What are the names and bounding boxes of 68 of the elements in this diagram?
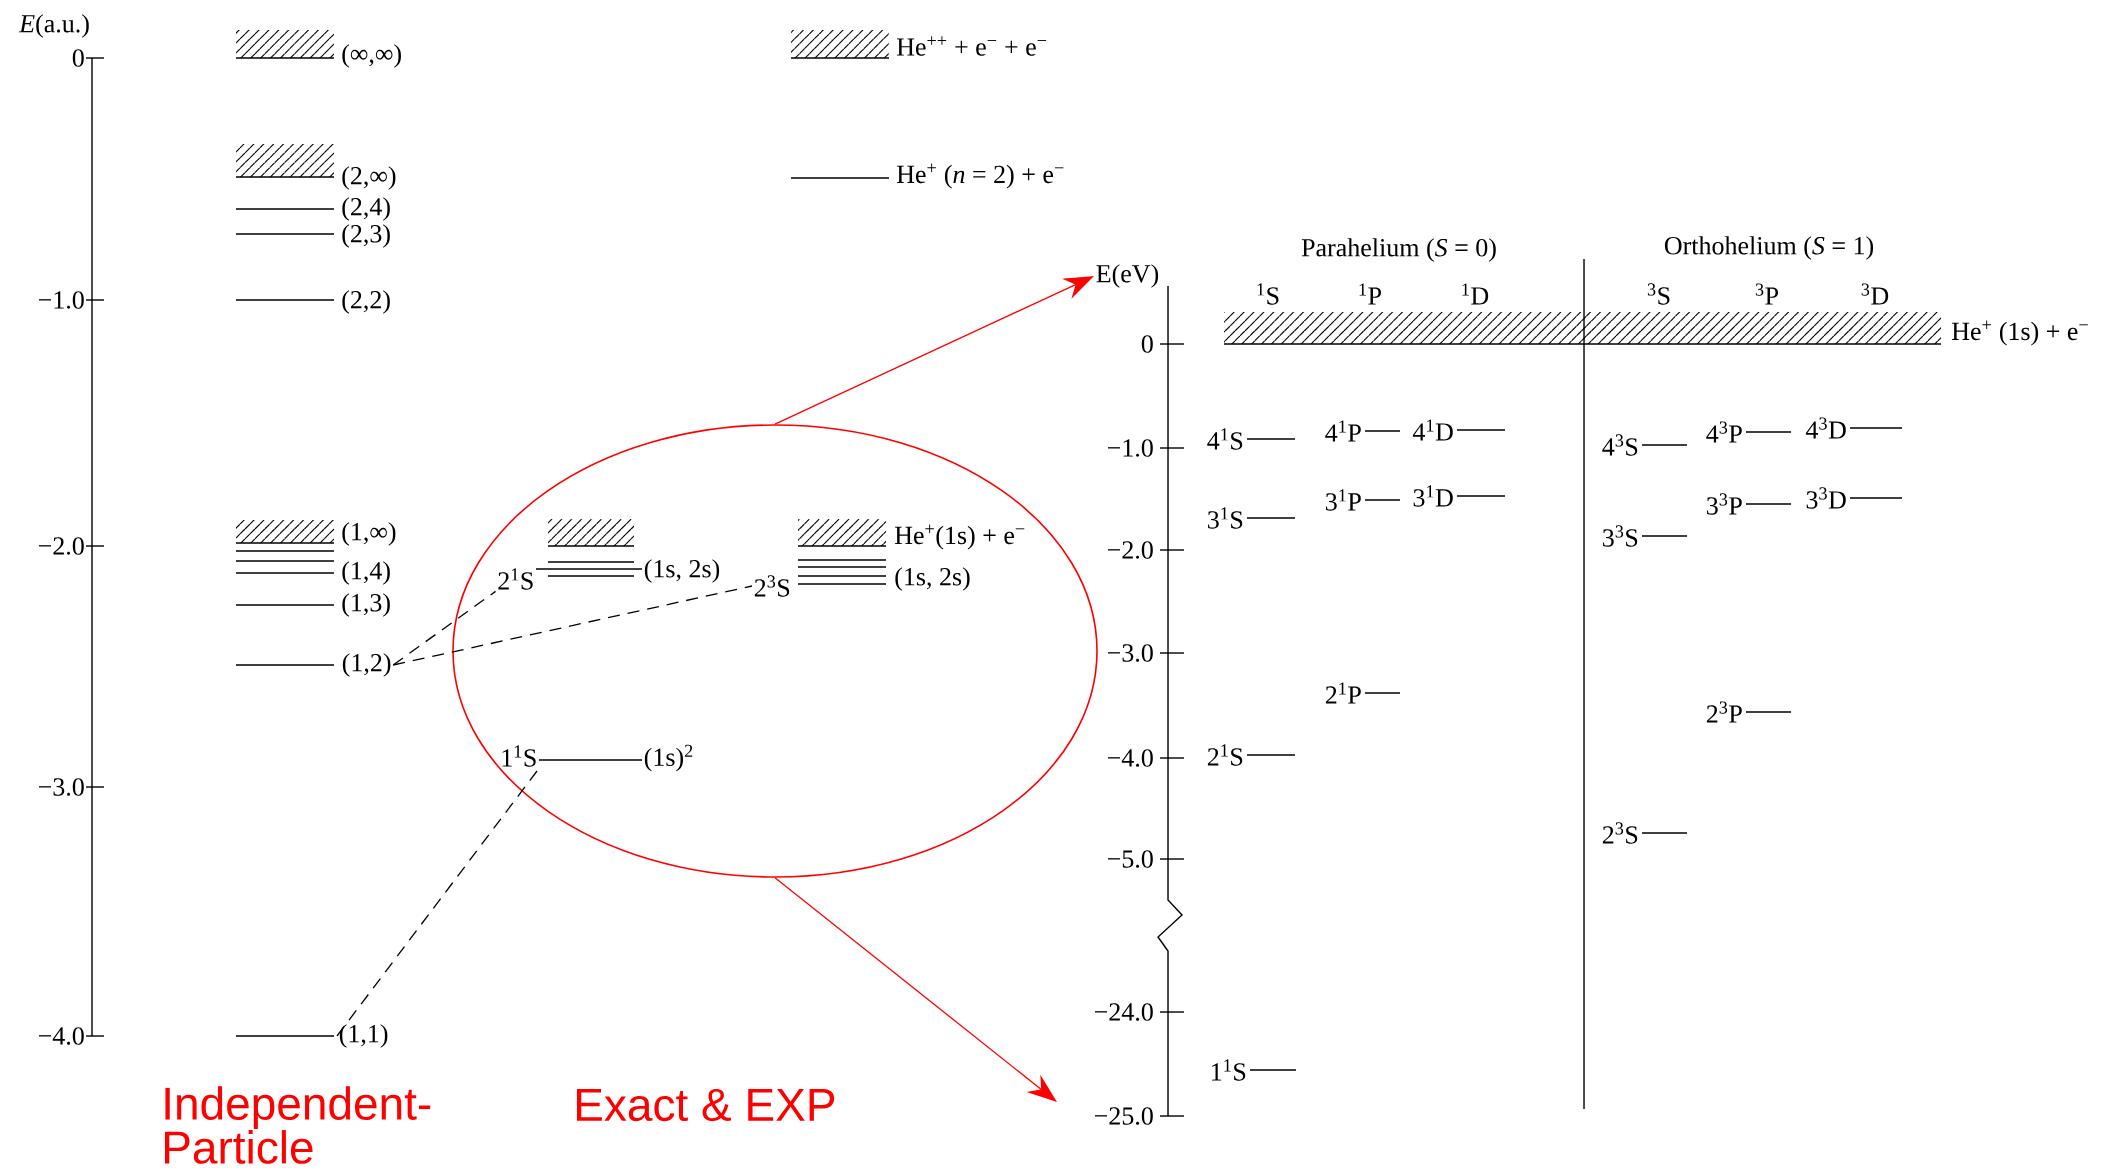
level-label: 4$^{1}$P [1325, 420, 1361, 442]
level-label: 4$^{1}$D [1412, 419, 1453, 441]
level-label: 2$^{3}$S [754, 575, 790, 597]
level-label: 1$^{1}$S [502, 745, 536, 767]
tick-label: −1.0 [38, 291, 84, 309]
level-label: (1s, 2s) [895, 567, 970, 591]
level-label: 3$^{3}$S [1603, 525, 1638, 547]
level-label: 4$^{1}$S [1207, 428, 1243, 450]
column-header: $^{1}$P [1359, 283, 1381, 305]
level-line [535, 568, 643, 570]
tick-label: −3.0 [1107, 644, 1153, 662]
level-label: (2,2) [342, 290, 390, 314]
tick-label: −24.0 [1094, 1003, 1153, 1021]
tick-label: −5.0 [1107, 850, 1153, 868]
column-header: $^{1}$S [1257, 283, 1279, 305]
level-label: (1,2) [342, 653, 391, 677]
level-label: 1$^{1}$S [1212, 1059, 1246, 1081]
tick-label: −4.0 [1107, 749, 1153, 767]
level-label: He$^{+}$ (1s) + e$^{−}$ [1952, 320, 2088, 346]
tick-label: −4.0 [38, 1027, 84, 1045]
axis-label: E(a.u.) [18, 14, 89, 38]
panel-title: Orthohelium (S = 1) [1664, 236, 1874, 260]
level-label: (1,3) [342, 593, 390, 617]
level-label: He$^{+}$(1s) + e$^{−}$ [894, 524, 1025, 550]
tick-label: 0 [1141, 335, 1153, 353]
series-label: Independent- Particle [165, 1086, 431, 1164]
axis-label: E(eV) [1096, 264, 1159, 288]
level-label: (2,3) [342, 224, 390, 248]
level-label: 2$^{3}$S [1602, 822, 1638, 844]
level-label: 2$^{3}$P [1706, 701, 1742, 723]
tick-label: −3.0 [38, 778, 84, 796]
correlation-line [392, 585, 753, 666]
level-label: 3$^{3}$P [1707, 493, 1742, 515]
level-label: (1,1) [339, 1024, 388, 1048]
panel-title: Parahelium (S = 0) [1301, 238, 1496, 262]
level-label: 2$^{1}$S [498, 568, 533, 590]
level-label: (1s, 2s) [644, 559, 720, 583]
tick-label: 0 [72, 49, 84, 67]
column-header: $^{3}$P [1755, 283, 1778, 305]
series-label: Exact & EXP [577, 1088, 835, 1122]
level-label: 3$^{3}$D [1806, 487, 1846, 509]
correlation-line [392, 590, 497, 666]
level-label: (2,∞) [342, 166, 396, 190]
tick-label: −2.0 [38, 537, 84, 555]
column-header: $^{3}$D [1861, 283, 1889, 305]
level-label: (2,4) [342, 197, 390, 221]
level-label: (1,∞) [342, 522, 396, 546]
level-label: (∞,∞) [342, 44, 401, 68]
highlight-ellipse [452, 424, 1098, 878]
arrow [774, 877, 1057, 1102]
level-label: 4$^{3}$P [1706, 421, 1742, 443]
level-label: 3$^{1}$P [1326, 489, 1361, 511]
level-line [538, 759, 643, 761]
tick-label: −1.0 [1107, 439, 1153, 457]
level-label: 3$^{1}$S [1208, 507, 1243, 529]
level-label: 3$^{1}$D [1413, 485, 1453, 507]
tick-label: −2.0 [1107, 541, 1153, 559]
column-header: $^{1}$D [1462, 283, 1489, 305]
level-label: He$^{+}$ (n = 2) + e$^{−}$ [896, 163, 1064, 189]
level-label: He$^{++}$ + e$^{−}$ + e$^{−}$ [896, 36, 1047, 56]
level-label: 2$^{1}$S [1207, 744, 1243, 766]
level-label: 2$^{1}$P [1325, 682, 1361, 704]
level-label: 4$^{3}$D [1805, 417, 1846, 439]
tick-label: −25.0 [1094, 1107, 1153, 1125]
level-label: 4$^{3}$S [1602, 434, 1638, 456]
column-header: $^{3}$S [1647, 283, 1670, 305]
level-label: (1,4) [342, 561, 390, 585]
level-label: (1s)$^{2}$ [644, 744, 693, 772]
